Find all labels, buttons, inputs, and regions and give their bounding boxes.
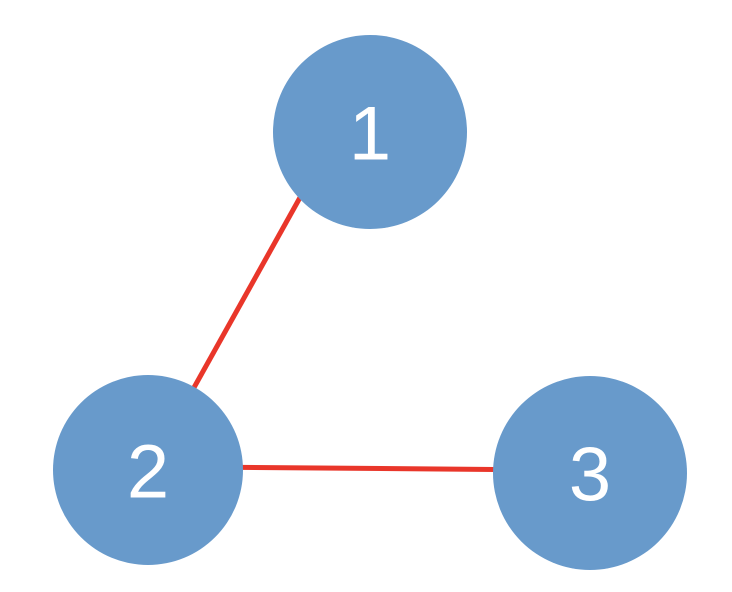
graph-node-3[interactable]: 3 <box>493 376 687 570</box>
graph-node-label-3: 3 <box>569 432 611 517</box>
graph-node-circle-3[interactable] <box>493 376 687 570</box>
graph-node-circle-1[interactable] <box>273 35 467 229</box>
graph-node-label-2: 2 <box>127 429 169 514</box>
graph-node-label-1: 1 <box>349 91 391 176</box>
graph-node-1[interactable]: 1 <box>273 35 467 229</box>
graph-node-2[interactable]: 2 <box>53 375 243 565</box>
graph-node-circle-2[interactable] <box>53 375 243 565</box>
